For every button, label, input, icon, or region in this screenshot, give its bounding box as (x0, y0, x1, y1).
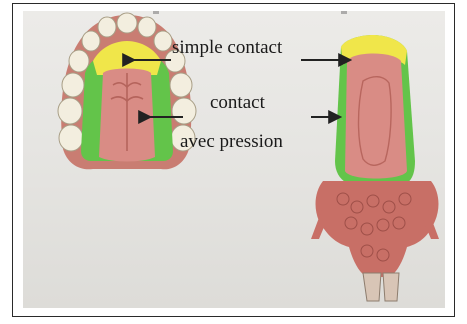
tooth (82, 31, 100, 51)
speck (153, 11, 159, 14)
soft-tissue-base (316, 181, 439, 277)
speck (341, 11, 347, 14)
tooth (69, 50, 89, 72)
tooth (170, 73, 192, 97)
tooth (98, 17, 116, 37)
root-right (383, 273, 399, 301)
figure-image: simple contact contact avec pression (23, 11, 445, 308)
maxillary-impression (311, 35, 439, 301)
pressure-contact-label: avec pression (180, 132, 283, 151)
tooth (58, 98, 82, 124)
tooth (172, 98, 196, 124)
root-left (363, 273, 381, 301)
tooth (117, 13, 137, 33)
tooth (62, 73, 84, 97)
tooth (59, 125, 83, 151)
tooth (154, 31, 172, 51)
palate-surface (345, 54, 407, 179)
tooth (138, 17, 156, 37)
simple-contact-label: simple contact (172, 38, 282, 57)
contact-label: contact (210, 93, 265, 112)
